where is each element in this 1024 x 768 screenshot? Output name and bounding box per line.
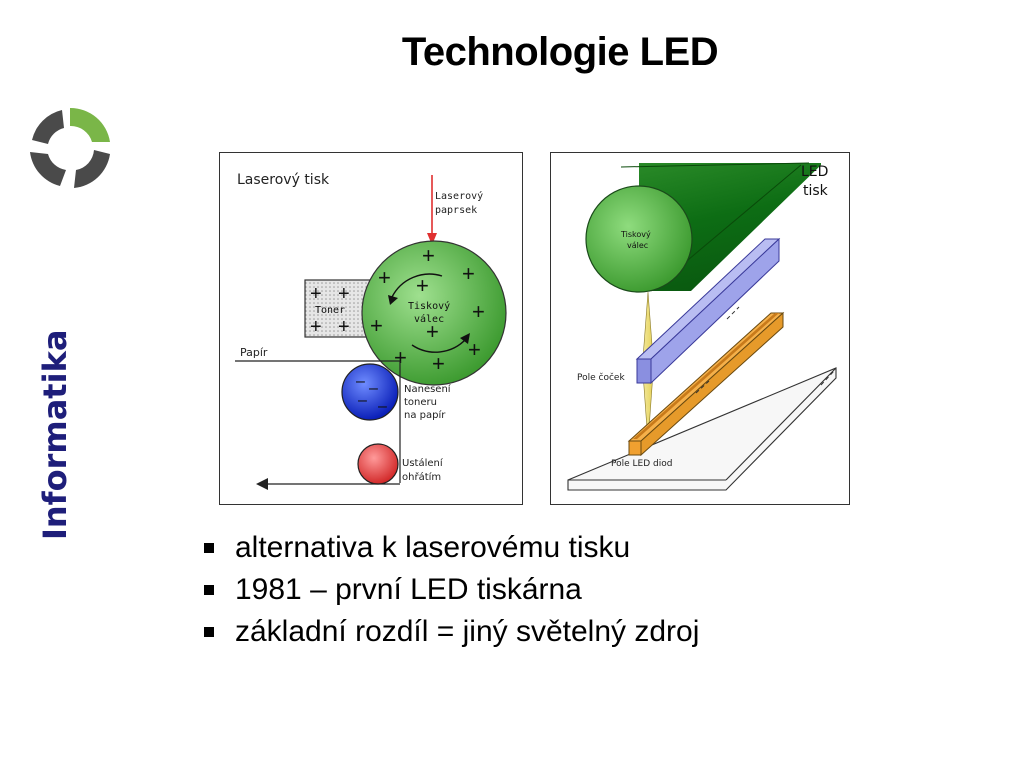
beam-label-2: paprsek — [435, 205, 477, 216]
cylinder-edge — [620, 162, 810, 168]
transfer-label-2: toneru — [404, 397, 437, 408]
lens-array-dash — [726, 306, 740, 320]
laser-printing-diagram: Laserový tisk Laserový paprsek + + + + T… — [219, 152, 523, 505]
led-printing-diagram: Tiskový válec LED tisk Pole čoček Pole L… — [550, 152, 850, 505]
roller-minus: – — [358, 392, 367, 409]
laser-heading: Laserový tisk — [237, 172, 330, 188]
paper-label: Papír — [240, 346, 268, 359]
bullet-item: alternativa k laserovému tisku — [200, 527, 980, 569]
transfer-label-1: Nanesení — [404, 383, 452, 395]
roller-minus: – — [378, 398, 387, 415]
base-plate-dash — [820, 370, 835, 386]
led-array-groove — [633, 313, 779, 439]
transfer-roller — [341, 363, 399, 421]
drum-plus: + — [472, 299, 485, 324]
drum-plus: + — [462, 261, 475, 286]
fuser-label-1: Ustálení — [402, 457, 444, 469]
bullet-text: alternativa k laserovému tisku — [235, 531, 631, 564]
fuser-roller — [357, 443, 399, 485]
sidebar-label: Informatika — [36, 329, 74, 540]
drum-end-circle — [585, 185, 693, 293]
bullet-text: základní rozdíl = jiný světelný zdroj — [235, 615, 700, 648]
transfer-label-3: na papír — [404, 409, 446, 421]
bullet-item: základní rozdíl = jiný světelný zdroj — [200, 611, 980, 653]
roller-minus: – — [369, 380, 378, 397]
drum-plus: + — [432, 351, 445, 376]
logo-icon — [22, 100, 118, 196]
drum-plus: + — [468, 337, 481, 362]
rotation-arrow-bottom — [411, 338, 467, 353]
rotation-arrowhead-top — [388, 295, 398, 305]
led-array-dash — [695, 380, 710, 394]
led-drum-label-2: válec — [627, 241, 648, 250]
bullet-item: 1981 – první LED tiskárna — [200, 569, 980, 611]
rotation-arrowhead-bottom — [460, 333, 470, 344]
base-plate-edge — [725, 367, 837, 481]
laser-beam-arrowhead — [427, 233, 437, 245]
toner-label: Toner — [315, 305, 345, 316]
toner-plus: + — [338, 316, 350, 338]
bullet-square-icon — [204, 585, 214, 595]
led-array-front — [628, 440, 642, 456]
drum-plus: + — [378, 265, 391, 290]
drum-plus: + — [370, 313, 383, 338]
drum-circle — [361, 240, 507, 386]
led-drum-label-1: Tiskový — [620, 230, 651, 239]
drum-label-2: válec — [414, 313, 444, 325]
lens-array-side — [650, 237, 780, 385]
slide-title: Technologie LED — [401, 30, 719, 74]
fuser-label-2: ohřátím — [402, 471, 441, 483]
lens-array-front — [636, 358, 652, 384]
bullet-square-icon — [204, 543, 214, 553]
drum-label-1: Tiskový — [408, 300, 450, 312]
bullet-square-icon — [204, 627, 214, 637]
drum-plus: + — [426, 319, 439, 344]
led-label: Pole LED diod — [611, 459, 672, 469]
lens-label: Pole čoček — [577, 372, 625, 383]
beam-label-1: Laserový — [435, 190, 483, 202]
base-plate — [567, 367, 837, 491]
drum-plus: + — [394, 345, 407, 370]
bullet-text: 1981 – první LED tiskárna — [235, 573, 582, 606]
drum-plus: + — [422, 243, 435, 268]
bullet-list: alternativa k laserovému tisku 1981 – pr… — [200, 527, 980, 653]
toner-plus: + — [338, 283, 350, 305]
drum-plus: + — [416, 273, 429, 298]
led-array-side — [640, 311, 784, 457]
roller-minus: – — [356, 373, 365, 390]
toner-plus: + — [310, 316, 322, 338]
led-heading-2: tisk — [803, 183, 829, 199]
rotation-arrow-top — [391, 273, 443, 298]
paper-arrowhead — [256, 478, 268, 490]
led-heading-1: LED — [801, 164, 828, 180]
toner-plus: + — [310, 283, 322, 305]
